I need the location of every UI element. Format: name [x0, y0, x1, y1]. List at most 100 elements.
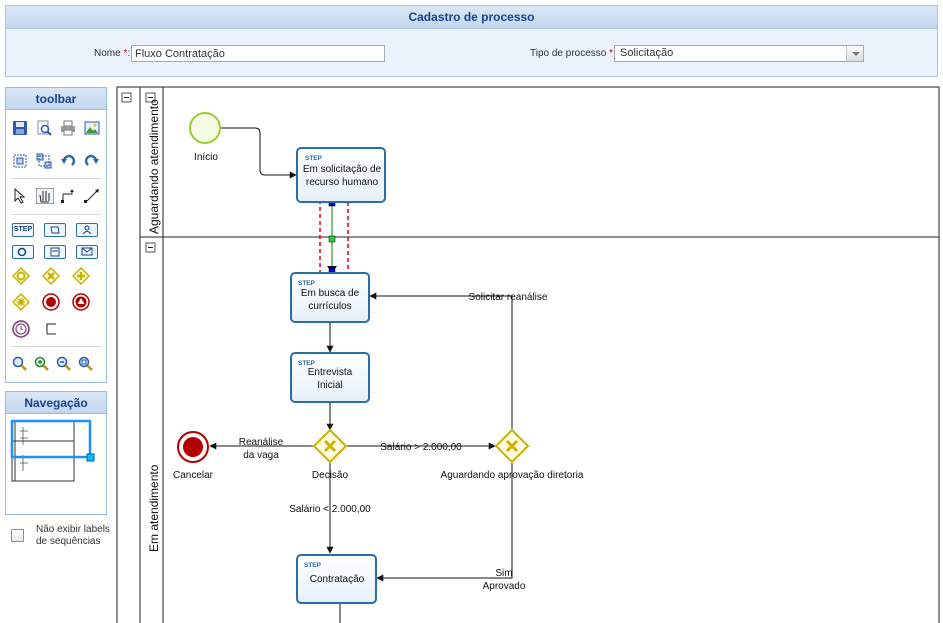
task-label-line2: currículos [308, 301, 351, 312]
error-end-event-icon[interactable] [72, 293, 90, 311]
chevron-down-icon[interactable] [846, 46, 863, 61]
ungroup-icon[interactable] [36, 153, 52, 169]
task-em-solicitacao[interactable]: STEP Em solicitação de recurso humano [296, 147, 386, 203]
process-type-select[interactable]: Solicitação [614, 45, 864, 62]
flow-label-salario-maior: Salário > 2.000,00 [380, 442, 462, 453]
step-task-tool[interactable]: STEP [12, 223, 34, 237]
navigation-minimap[interactable] [6, 415, 106, 515]
undo-icon[interactable] [60, 153, 76, 169]
toolbar-row-tasks-1: STEP [12, 223, 98, 237]
end-event-icon[interactable] [42, 293, 60, 311]
flow-aprovacao-to-busca[interactable] [369, 292, 513, 430]
type-label-text: Tipo de processo [530, 48, 607, 59]
hide-labels-line2: de sequências [36, 536, 101, 547]
zoom-icon[interactable] [12, 356, 28, 372]
toolbar-row-file [12, 120, 100, 136]
toolbar-row-edit [12, 153, 100, 169]
timer-event-icon[interactable] [12, 320, 30, 338]
toolbar-row-misc [12, 320, 60, 338]
toolbar-separator [11, 346, 101, 347]
flow-aprovacao-to-contratacao[interactable] [376, 462, 513, 582]
navigation-panel: Navegação [5, 391, 107, 515]
inclusive-gateway-icon[interactable] [11, 266, 31, 286]
parallel-gateway-icon[interactable] [71, 266, 91, 286]
zoom-in-icon[interactable] [34, 356, 50, 372]
toolbar-row-tools [12, 187, 100, 205]
flow-label-reanalise-line1: Reanálise [239, 437, 284, 448]
viewport-frame [10, 419, 92, 459]
manual-task-tool[interactable] [44, 245, 66, 259]
lane-label: Em atendimento [147, 464, 161, 552]
complex-gateway-icon[interactable] [11, 292, 31, 312]
task-entrevista-inicial[interactable]: STEP Entrevista Inicial [290, 352, 370, 403]
task-label-line1: Contratação [310, 574, 365, 585]
flow-start-to-solicitacao[interactable] [221, 127, 297, 179]
image-icon[interactable] [84, 120, 100, 136]
service-task-tool[interactable] [12, 245, 34, 259]
task-label-line1: Entrevista [308, 367, 353, 378]
name-input[interactable] [131, 45, 385, 62]
message-task-tool[interactable] [76, 245, 98, 259]
start-event[interactable] [189, 112, 221, 144]
toolbar-row-zoom [12, 356, 94, 372]
toolbar-title: toolbar [6, 88, 106, 110]
orthogonal-connector-icon[interactable] [60, 188, 76, 204]
lane-collapse-toggle[interactable] [145, 242, 156, 253]
hide-labels-line1: Não exibir labels [36, 524, 110, 535]
task-tag: STEP [298, 280, 316, 287]
toolbar-row-gateways-2 [11, 292, 90, 312]
name-label-text: Nome [94, 48, 121, 59]
gateway-decisao[interactable] [312, 428, 348, 464]
task-tag: STEP [304, 562, 322, 569]
straight-connector-icon[interactable] [84, 188, 100, 204]
zoom-fit-icon[interactable] [78, 356, 94, 372]
required-mark: * [609, 48, 614, 59]
hide-sequence-labels-checkbox[interactable] [11, 529, 24, 542]
gateway-decisao-label: Decisão [312, 470, 349, 481]
end-event-label: Cancelar [173, 470, 214, 481]
toolbar-row-tasks-2 [12, 245, 98, 259]
save-icon[interactable] [12, 120, 28, 136]
pool-collapse-toggle[interactable] [121, 92, 132, 103]
flow-label-aprovado-line2: Aprovado [483, 581, 526, 592]
task-em-busca[interactable]: STEP Em busca de currículos [290, 272, 370, 323]
annotation-icon[interactable] [42, 320, 60, 338]
toolbar-row-gateways-1 [11, 266, 91, 286]
zoom-out-icon[interactable] [56, 356, 72, 372]
gateway-aprovacao[interactable] [494, 428, 530, 464]
hide-sequence-labels-label: Não exibir labels de sequências [36, 524, 116, 548]
task-contratacao[interactable]: STEP Contratação [296, 554, 377, 604]
pan-hand-icon[interactable] [35, 187, 55, 205]
form-title: Cadastro de processo [6, 6, 937, 29]
task-label-line2: recurso humano [306, 177, 379, 188]
process-type-value: Solicitação [620, 47, 674, 59]
start-event-label: Início [194, 152, 218, 163]
task-label-line2: Inicial [317, 380, 343, 391]
redo-icon[interactable] [84, 153, 100, 169]
gateway-aprovacao-label: Aguardando aprovação diretoria [441, 470, 584, 481]
flow-label-salario-menor: Salário < 2.000,00 [289, 504, 371, 515]
end-event-cancelar[interactable] [177, 431, 209, 463]
navigation-title: Navegação [6, 392, 106, 414]
toolbar-panel: toolbar [5, 87, 107, 383]
flow-label-aprovado-line1: Sim [495, 568, 512, 579]
task-label-line1: Em solicitação de [303, 164, 382, 175]
task-tag: STEP [298, 360, 316, 367]
name-field-label: Nome *: [94, 48, 130, 59]
toolbar-separator [11, 214, 101, 215]
required-mark: * [123, 48, 128, 59]
group-icon[interactable] [12, 153, 28, 169]
script-task-tool[interactable] [44, 223, 66, 237]
print-icon[interactable] [60, 120, 76, 136]
process-form: Cadastro de processo Nome *: Tipo de pro… [5, 5, 938, 77]
lane-collapse-toggle[interactable] [145, 92, 156, 103]
flow-label-reanalise-line2: da vaga [243, 450, 279, 461]
pool [116, 86, 940, 623]
task-label-line1: Em busca de [301, 288, 360, 299]
exclusive-gateway-icon[interactable] [41, 266, 61, 286]
preview-icon[interactable] [36, 120, 52, 136]
pointer-icon[interactable] [12, 187, 28, 204]
task-tag: STEP [305, 155, 323, 162]
user-task-tool[interactable] [76, 223, 98, 237]
